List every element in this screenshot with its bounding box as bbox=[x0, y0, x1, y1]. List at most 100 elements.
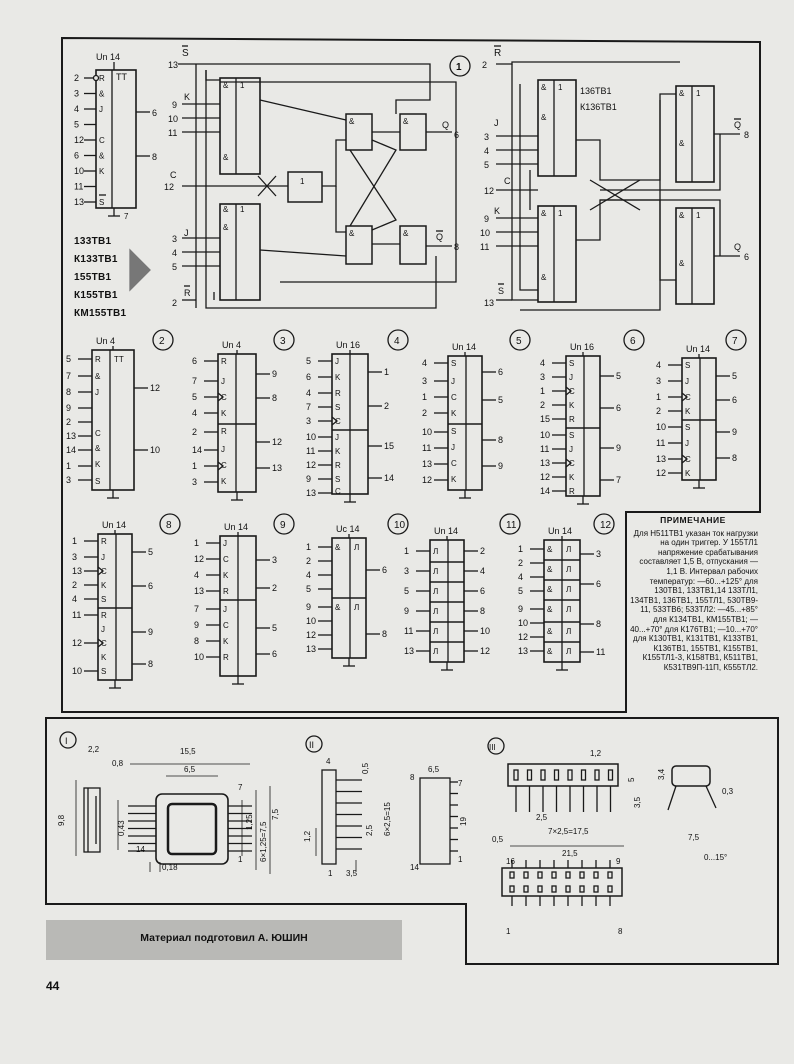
cell-symbol: R bbox=[335, 461, 341, 470]
svg-text:12: 12 bbox=[484, 186, 494, 196]
pin-number: 5 bbox=[306, 584, 311, 594]
cell-symbol: & bbox=[547, 585, 553, 594]
d1-mid-s-pin: 13 bbox=[168, 60, 178, 70]
svg-text:0,5: 0,5 bbox=[492, 835, 504, 844]
pin-number: 10 bbox=[540, 430, 550, 440]
d1-right-schematic: R 2 & 1 & 136ТВ1 К136ТВ1 & 1 & & 1 & & 1 bbox=[480, 45, 749, 311]
pin-number: 7 bbox=[194, 604, 199, 614]
pin-number: 11 bbox=[306, 446, 315, 456]
pin-number: 2 bbox=[306, 556, 311, 566]
cell-symbol: Л bbox=[566, 647, 571, 656]
pin-number: 5 bbox=[66, 354, 71, 364]
diagram-number: 11 bbox=[506, 520, 517, 531]
svg-text:3,4: 3,4 bbox=[657, 768, 666, 780]
pin-symbol: J bbox=[99, 105, 103, 114]
cell-symbol: C bbox=[569, 459, 575, 468]
cell-symbol: TT bbox=[114, 355, 124, 364]
cell-symbol: & bbox=[335, 543, 341, 552]
cell-symbol: R bbox=[221, 427, 227, 436]
pin-number: 7 bbox=[616, 475, 621, 485]
svg-text:16: 16 bbox=[506, 857, 515, 866]
svg-text:1: 1 bbox=[696, 211, 701, 220]
pin-number: 10 bbox=[518, 618, 528, 628]
cell-symbol: & bbox=[95, 444, 101, 453]
svg-text:&: & bbox=[679, 211, 685, 220]
svg-text:1: 1 bbox=[300, 177, 305, 186]
cell-symbol: K bbox=[95, 460, 101, 469]
svg-text:4: 4 bbox=[172, 248, 177, 258]
cell-symbol: S bbox=[685, 361, 690, 370]
pin-number: 9 bbox=[732, 427, 737, 437]
svg-text:III: III bbox=[489, 743, 496, 752]
svg-text:&: & bbox=[541, 209, 547, 218]
pin-number: 8 bbox=[272, 393, 277, 403]
cell-symbol: Л bbox=[566, 605, 571, 614]
cell-symbol: R bbox=[101, 537, 107, 546]
pin-number: 2 bbox=[540, 400, 545, 410]
svg-text:1: 1 bbox=[696, 89, 701, 98]
pin-number: 7 bbox=[306, 402, 311, 412]
svg-text:0,5: 0,5 bbox=[361, 762, 370, 774]
d1-left-tt: TT bbox=[116, 72, 127, 82]
pin-number: 5 bbox=[616, 371, 621, 381]
pin-number: 12 bbox=[518, 632, 528, 642]
credit-banner: Материал подготовил А. ЮШИН bbox=[46, 920, 402, 960]
svg-text:4: 4 bbox=[326, 757, 331, 766]
cell-symbol: & bbox=[547, 647, 553, 656]
svg-text:5: 5 bbox=[172, 262, 177, 272]
cell-symbol: C bbox=[685, 393, 691, 402]
cell-symbol: Л bbox=[433, 587, 438, 596]
cell-symbol: S bbox=[569, 359, 574, 368]
package-1: I 2,2 0,8 15,5 6,5 9,8 0,43 1,25 7,5 6×1… bbox=[57, 731, 280, 874]
cell-symbol: S bbox=[101, 595, 106, 604]
svg-text:13: 13 bbox=[484, 298, 494, 308]
cell-symbol: & bbox=[95, 372, 101, 381]
svg-text:8: 8 bbox=[744, 130, 749, 140]
cell-symbol: R bbox=[101, 611, 107, 620]
ic-header: Un 14 bbox=[434, 526, 458, 536]
svg-text:1: 1 bbox=[240, 205, 245, 214]
pin-number: 6 bbox=[480, 586, 485, 596]
d1-number: 1 bbox=[456, 62, 462, 73]
pin-number: 2 bbox=[422, 408, 427, 418]
pin-number: 14 bbox=[192, 445, 202, 455]
svg-text:6×1,25=7,5: 6×1,25=7,5 bbox=[259, 821, 268, 862]
cell-symbol: K bbox=[101, 653, 107, 662]
svg-text:1,25: 1,25 bbox=[245, 814, 254, 830]
svg-text:12: 12 bbox=[164, 182, 174, 192]
pin-number: 10 bbox=[72, 666, 82, 676]
diagram-number: 2 bbox=[159, 336, 165, 347]
svg-text:1: 1 bbox=[558, 209, 563, 218]
ic-header: Un 14 bbox=[224, 522, 248, 532]
ic-header: Un 16 bbox=[570, 342, 594, 352]
cell-symbol: J bbox=[335, 357, 339, 366]
svg-text:I: I bbox=[65, 736, 68, 746]
cell-symbol: S bbox=[101, 667, 106, 676]
pin-number: 5 bbox=[74, 120, 79, 130]
pin-number: 8 bbox=[194, 636, 199, 646]
d1-right-label1: 136ТВ1 bbox=[580, 86, 612, 96]
pin-number: 14 bbox=[384, 473, 394, 483]
ic-header: Un 14 bbox=[548, 526, 572, 536]
pin-symbol: K bbox=[99, 167, 105, 176]
svg-text:4: 4 bbox=[484, 146, 489, 156]
svg-text:7,5: 7,5 bbox=[688, 833, 700, 842]
pin-number: 2 bbox=[656, 406, 661, 416]
svg-text:R: R bbox=[494, 48, 501, 59]
svg-text:1,2: 1,2 bbox=[590, 749, 602, 758]
cell-symbol: C bbox=[101, 639, 107, 648]
pin-number: 10 bbox=[194, 652, 204, 662]
cell-symbol: J bbox=[335, 433, 339, 442]
svg-text:1: 1 bbox=[238, 855, 243, 864]
d1-left-out8: 8 bbox=[152, 152, 157, 162]
pin-number: 1 bbox=[422, 392, 427, 402]
svg-text:1: 1 bbox=[458, 855, 463, 864]
cell-symbol: Л bbox=[433, 547, 438, 556]
svg-text:&: & bbox=[541, 113, 547, 122]
diagram-number: 10 bbox=[394, 520, 406, 531]
pin-number: 9 bbox=[148, 627, 153, 637]
cell-symbol: R bbox=[569, 487, 575, 496]
svg-text:7×2,5=17,5: 7×2,5=17,5 bbox=[548, 827, 589, 836]
d1-left-gnd: 7 bbox=[124, 212, 129, 221]
pin-number: 5 bbox=[518, 586, 523, 596]
